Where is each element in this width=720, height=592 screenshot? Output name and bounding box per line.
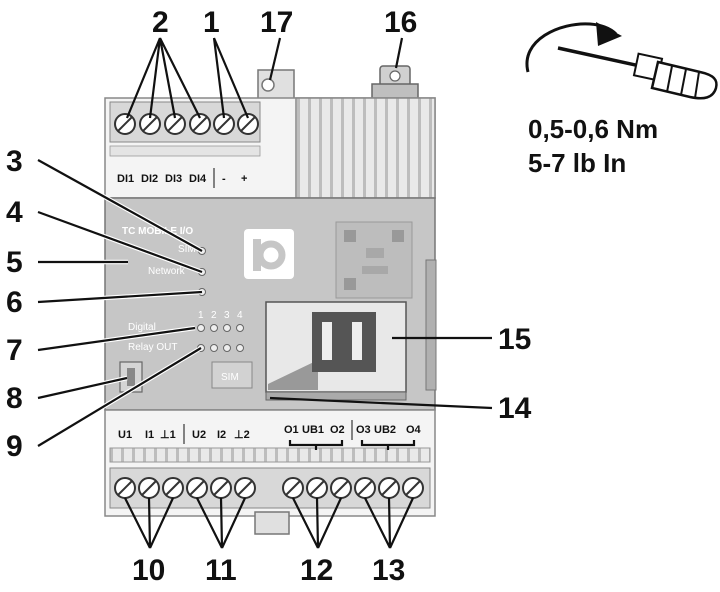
label-di1: DI1	[117, 173, 134, 185]
channel-1: 1	[198, 310, 204, 321]
digital-input-leds	[197, 324, 244, 332]
top-wire-entry	[109, 145, 261, 157]
label-o2: O2	[330, 424, 345, 436]
side-edge	[425, 259, 437, 391]
callout-numbers: 2 1 17 16 3 4 5 6 7 8 9 15 14 10 11 12 1…	[6, 6, 532, 587]
brand-logo-icon	[244, 229, 294, 279]
channel-4: 4	[237, 310, 243, 321]
din-clip-bottom	[254, 511, 290, 535]
lower-vent-ribs	[109, 447, 431, 463]
label-minus: -	[222, 173, 226, 185]
rotary-switch-knob	[127, 368, 135, 386]
label-u2: U2	[192, 429, 206, 441]
label-o3: O3	[356, 424, 371, 436]
output-group-2-bracket	[360, 440, 416, 450]
callout-12: 12	[300, 554, 333, 587]
din-clip-screw	[261, 78, 275, 92]
label-sim: SIM	[178, 244, 196, 255]
top-terminal-screws	[114, 113, 259, 135]
callout-17: 17	[260, 6, 293, 39]
label-digital: Digital	[128, 322, 156, 333]
label-di3: DI3	[165, 173, 182, 185]
callout-2: 2	[152, 6, 169, 39]
label-gnd2: ⊥2	[234, 429, 250, 441]
torque-imperial: 5-7 lb In	[528, 148, 626, 178]
label-plus: +	[241, 173, 247, 185]
label-network: Network	[148, 266, 186, 277]
bottom-terminal-screws	[114, 477, 424, 499]
label-di4: DI4	[189, 173, 207, 185]
output-group-1-bracket	[288, 440, 344, 450]
label-ub2: UB2	[374, 424, 396, 436]
callout-8: 8	[6, 382, 23, 415]
upper-vent-ribs	[295, 97, 436, 199]
device-housing: DI1 DI2 DI3 DI4 - + TC MOBILE I/O SIM Ne…	[104, 65, 437, 535]
callout-11: 11	[205, 554, 237, 587]
callout-16: 16	[384, 6, 417, 39]
screwdriver-icon	[525, 22, 718, 100]
callout-9: 9	[6, 430, 23, 463]
label-di2: DI2	[141, 173, 158, 185]
callout-10: 10	[132, 554, 165, 587]
callout-1: 1	[203, 6, 220, 39]
label-relay-out: Relay OUT	[128, 342, 177, 353]
leader-lines	[36, 37, 493, 549]
label-i1: I1	[145, 429, 154, 441]
label-o4: O4	[406, 424, 422, 436]
label-u1: U1	[118, 429, 132, 441]
product-name: TC MOBILE I/O	[122, 226, 193, 237]
label-i2: I2	[217, 429, 226, 441]
callout-4: 4	[6, 196, 23, 229]
callout-5: 5	[6, 246, 23, 279]
callout-7: 7	[6, 334, 23, 367]
callout-14: 14	[498, 392, 532, 425]
callout-3: 3	[6, 145, 23, 178]
label-ub1: UB1	[302, 424, 324, 436]
callout-15: 15	[498, 323, 531, 356]
label-o1: O1	[284, 424, 299, 436]
sim-card-slot[interactable]	[265, 301, 407, 393]
antenna-connector	[371, 65, 419, 103]
sim-eject-button[interactable]	[211, 361, 253, 389]
channel-2: 2	[211, 310, 217, 321]
label-sim-slot: SIM	[221, 372, 239, 383]
qr-code-icon	[335, 221, 413, 299]
channel-3: 3	[224, 310, 230, 321]
torque-metric: 0,5-0,6 Nm	[528, 114, 658, 144]
callout-6: 6	[6, 286, 23, 319]
label-gnd1: ⊥1	[160, 429, 176, 441]
callout-13: 13	[372, 554, 405, 587]
